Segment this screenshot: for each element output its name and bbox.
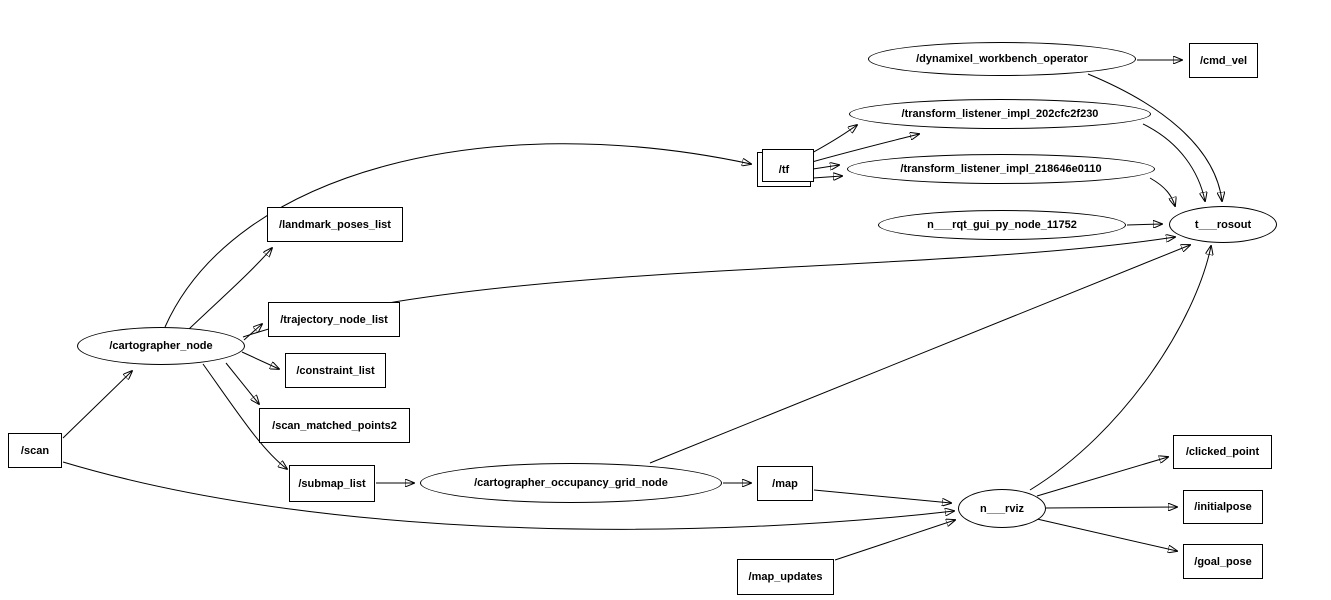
edge-cartographer_node-to-tf xyxy=(164,143,751,328)
edge-scan-to-rviz xyxy=(62,461,954,530)
edge-cartographer_node-to-submap_list xyxy=(202,363,287,469)
node-landmark-poses-list-label: /landmark_poses_list xyxy=(279,218,391,231)
node-trajectory-node-list[interactable]: /trajectory_node_list xyxy=(268,302,400,337)
edge-tf-to-listener202-b xyxy=(811,134,919,163)
node-goal-pose-label: /goal_pose xyxy=(1194,555,1252,568)
edge-cartographer_node-to-landmark_poses_list xyxy=(188,248,272,330)
edge-tf-to-listener218-a xyxy=(812,165,839,169)
edge-occupancy_grid_node-to-rosout xyxy=(649,245,1190,464)
edge-cartographer_node-to-trajectory_node_list xyxy=(243,324,262,341)
node-rviz-label: n___rviz xyxy=(979,502,1025,515)
node-constraint-list-label: /constraint_list xyxy=(296,364,375,377)
edge-rviz-to-clicked_point xyxy=(1036,457,1168,497)
node-rosout-label: t___rosout xyxy=(1194,218,1252,231)
edge-scan-to-cartographer_node xyxy=(62,371,132,439)
node-clicked-point-label: /clicked_point xyxy=(1185,446,1260,458)
edge-cartographer_node-to-constraint_list xyxy=(241,351,279,369)
node-map-label: /map xyxy=(772,477,798,490)
node-dynamixel-workbench-operator-label: /dynamixel_workbench_operator xyxy=(916,53,1088,65)
edge-listener202-to-rosout xyxy=(1142,123,1205,201)
node-scan-matched-points2-label: /scan_matched_points2 xyxy=(272,419,397,432)
edge-rviz-to-goal_pose xyxy=(1036,518,1177,551)
node-map-updates-label: /map_updates xyxy=(748,571,823,583)
node-initialpose[interactable]: /initialpose xyxy=(1183,490,1263,524)
node-transform-listener-202[interactable]: /transform_listener_impl_202cfc2f230 xyxy=(849,99,1151,129)
node-cartographer-node[interactable]: /cartographer_node xyxy=(77,327,245,365)
node-landmark-poses-list[interactable]: /landmark_poses_list xyxy=(267,207,403,242)
node-initialpose-label: /initialpose xyxy=(1194,501,1252,513)
edge-map_updates-to-rviz xyxy=(834,520,955,561)
node-map[interactable]: /map xyxy=(757,466,813,501)
edge-tf-to-listener202-a xyxy=(809,125,857,155)
node-clicked-point[interactable]: /clicked_point xyxy=(1173,435,1272,469)
edge-listener218-to-rosout xyxy=(1149,177,1175,206)
node-cmd-vel-label: /cmd_vel xyxy=(1199,54,1248,67)
node-cartographer-node-label: /cartographer_node xyxy=(109,340,213,352)
edge-tf-to-listener218-b xyxy=(812,176,842,178)
edge-dynamixel-to-rosout xyxy=(1087,73,1222,201)
edge-rqt_gui-to-rosout xyxy=(1126,224,1162,225)
edge-cartographer_node-to-scan_matched_points2 xyxy=(225,362,259,404)
node-map-updates[interactable]: /map_updates xyxy=(737,559,834,595)
node-transform-listener-218-label: /transform_listener_impl_218646e0110 xyxy=(900,163,1102,175)
node-tf[interactable]: /tf xyxy=(757,149,814,187)
node-submap-list[interactable]: /submap_list xyxy=(289,465,375,502)
node-scan[interactable]: /scan xyxy=(8,433,62,468)
node-cartographer-occupancy-grid-node-label: /cartographer_occupancy_grid_node xyxy=(474,477,668,489)
node-trajectory-node-list-label: /trajectory_node_list xyxy=(280,313,388,326)
node-cmd-vel[interactable]: /cmd_vel xyxy=(1189,43,1258,78)
node-transform-listener-218[interactable]: /transform_listener_impl_218646e0110 xyxy=(847,154,1155,184)
node-rviz[interactable]: n___rviz xyxy=(958,489,1046,528)
node-cartographer-occupancy-grid-node[interactable]: /cartographer_occupancy_grid_node xyxy=(420,463,722,503)
edge-rviz-to-initialpose xyxy=(1045,507,1177,508)
node-rqt-gui-py-node-label: n___rqt_gui_py_node_11752 xyxy=(927,219,1077,231)
node-goal-pose[interactable]: /goal_pose xyxy=(1183,544,1263,579)
node-dynamixel-workbench-operator[interactable]: /dynamixel_workbench_operator xyxy=(868,42,1136,76)
edge-rviz-to-rosout xyxy=(1029,246,1211,491)
edge-map-to-rviz xyxy=(813,489,951,503)
node-rosout[interactable]: t___rosout xyxy=(1169,206,1277,243)
node-scan-matched-points2[interactable]: /scan_matched_points2 xyxy=(259,408,410,443)
node-constraint-list[interactable]: /constraint_list xyxy=(285,353,386,388)
node-tf-label: /tf xyxy=(778,163,790,176)
node-scan-label: /scan xyxy=(20,444,50,457)
node-rqt-gui-py-node[interactable]: n___rqt_gui_py_node_11752 xyxy=(878,210,1126,240)
node-transform-listener-202-label: /transform_listener_impl_202cfc2f230 xyxy=(901,108,1099,120)
node-submap-list-label: /submap_list xyxy=(298,477,366,490)
